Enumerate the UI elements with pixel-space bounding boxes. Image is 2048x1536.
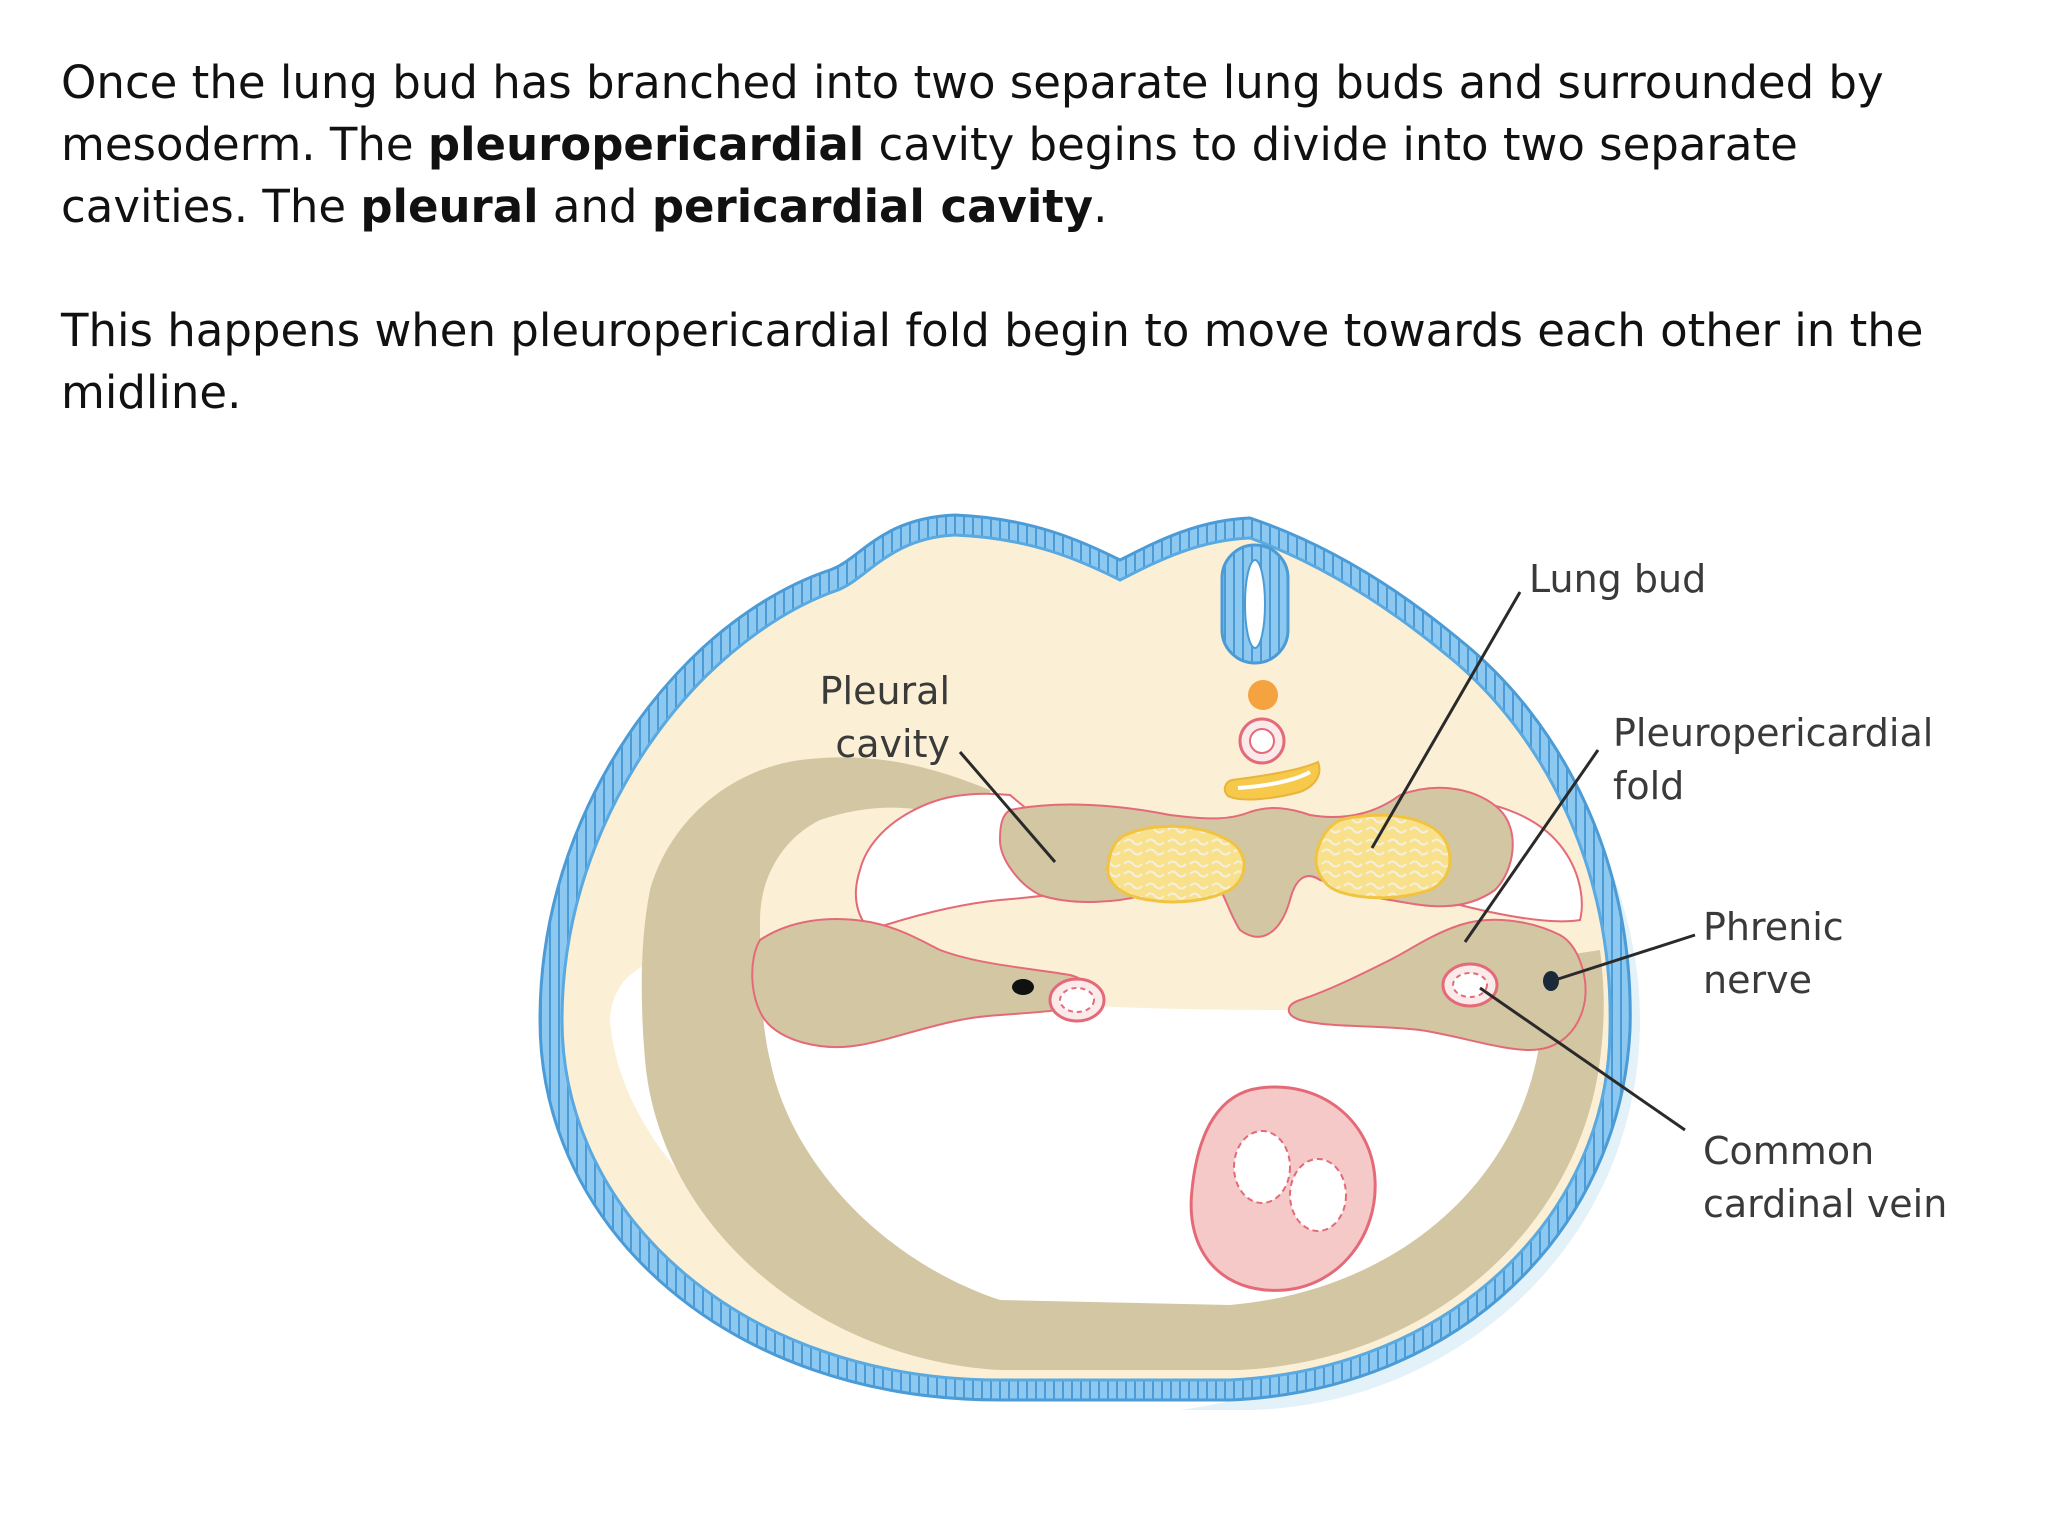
right-pleuropericardial-fold <box>1287 918 1587 1052</box>
left-lung-bud <box>1106 824 1246 904</box>
paragraph-1-text-a: Once the lung bud has branched into two … <box>61 56 1884 171</box>
label-lung-bud: Lung bud <box>1529 557 1706 601</box>
paragraph-1-text-c: and <box>538 180 652 233</box>
paragraph-1: Once the lung bud has branched into two … <box>61 52 1961 238</box>
label-common-cardinal-vein-line2: cardinal vein <box>1703 1182 1947 1226</box>
paragraph-1-text-d: . <box>1093 180 1108 233</box>
label-pleuropericardial-fold-line1: Pleuropericardial <box>1613 711 1933 755</box>
right-common-cardinal-vein-lumen <box>1452 972 1488 998</box>
label-pleural-cavity-line2: cavity <box>835 722 950 766</box>
label-phrenic-nerve-line1: Phrenic <box>1703 905 1844 949</box>
notochord <box>1248 680 1278 710</box>
dorsal-aorta-lumen <box>1249 728 1275 754</box>
esophagus-lumen <box>1237 770 1311 790</box>
leader-pleural-cavity <box>958 751 1057 863</box>
leader-phrenic-nerve <box>1554 933 1696 982</box>
left-body-wall-mesoderm <box>641 757 1604 1370</box>
leader-pleuropericardial-fold <box>1463 749 1600 943</box>
label-phrenic-nerve-line2: nerve <box>1703 958 1812 1002</box>
label-pleural-cavity-line1: Pleural <box>820 669 950 713</box>
heart-chamber-right <box>1289 1158 1347 1232</box>
right-phrenic-nerve <box>1543 971 1559 991</box>
heart-chamber-left <box>1233 1130 1291 1204</box>
leader-common-cardinal-vein <box>1479 986 1686 1132</box>
paragraph-2: This happens when pleuropericardial fold… <box>61 304 1924 419</box>
label-common-cardinal-vein-line1: Common <box>1703 1129 1874 1173</box>
neural-canal <box>1244 559 1266 649</box>
paragraph-1-text-b: cavity begins to divide into two separat… <box>61 118 1798 233</box>
term-pericardial-cavity: pericardial cavity <box>651 180 1094 233</box>
term-pleural: pleural <box>360 180 539 233</box>
label-pleuropericardial-fold-line2: fold <box>1613 764 1684 808</box>
explanation-text: Once the lung bud has branched into two … <box>61 52 1961 424</box>
left-phrenic-nerve <box>1012 979 1034 995</box>
right-lung-bud <box>1314 813 1452 900</box>
leader-lung-bud <box>1370 591 1522 849</box>
term-pleuropericardial: pleuropericardial <box>427 118 865 171</box>
left-common-cardinal-vein-lumen <box>1059 987 1095 1013</box>
esophagus <box>1223 760 1321 801</box>
